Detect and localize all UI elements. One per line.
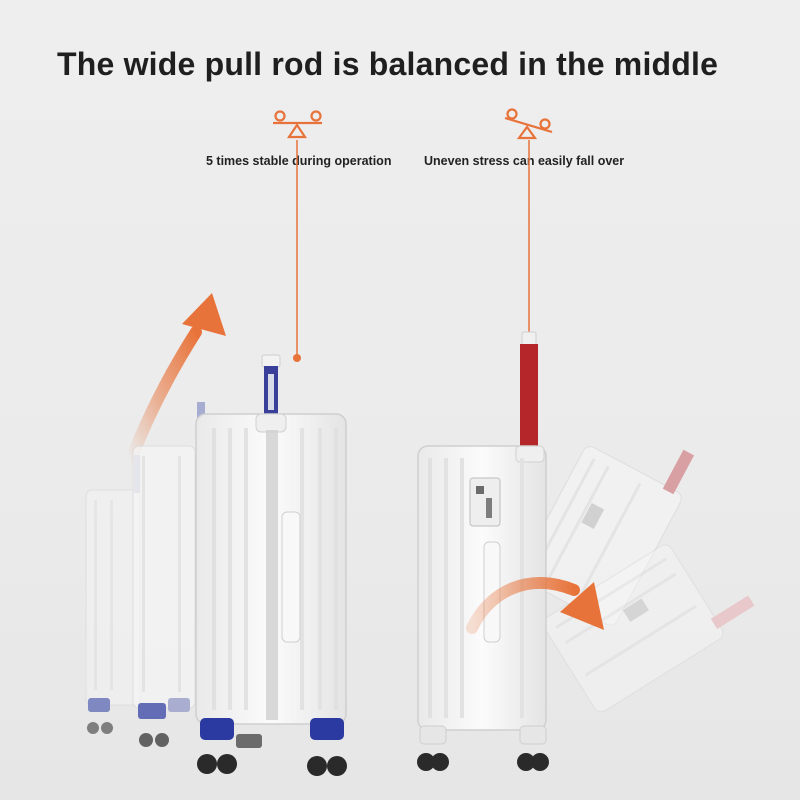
leader-line-left (293, 140, 301, 362)
caption-unstable: Uneven stress can easily fall over (424, 154, 625, 168)
page-title: The wide pull rod is balanced in the mid… (57, 46, 719, 82)
arrow-fall-icon (466, 577, 604, 634)
suitcase-ghost-middle (132, 402, 205, 747)
suitcase-unstable (417, 331, 549, 771)
seesaw-tilted-icon (504, 108, 553, 140)
caption-stable: 5 times stable during operation (206, 154, 392, 168)
arrow-up-icon (124, 293, 226, 468)
seesaw-balanced-icon (273, 110, 322, 139)
suitcase-stable (195, 354, 347, 776)
suitcase-ghost-back (85, 455, 141, 734)
